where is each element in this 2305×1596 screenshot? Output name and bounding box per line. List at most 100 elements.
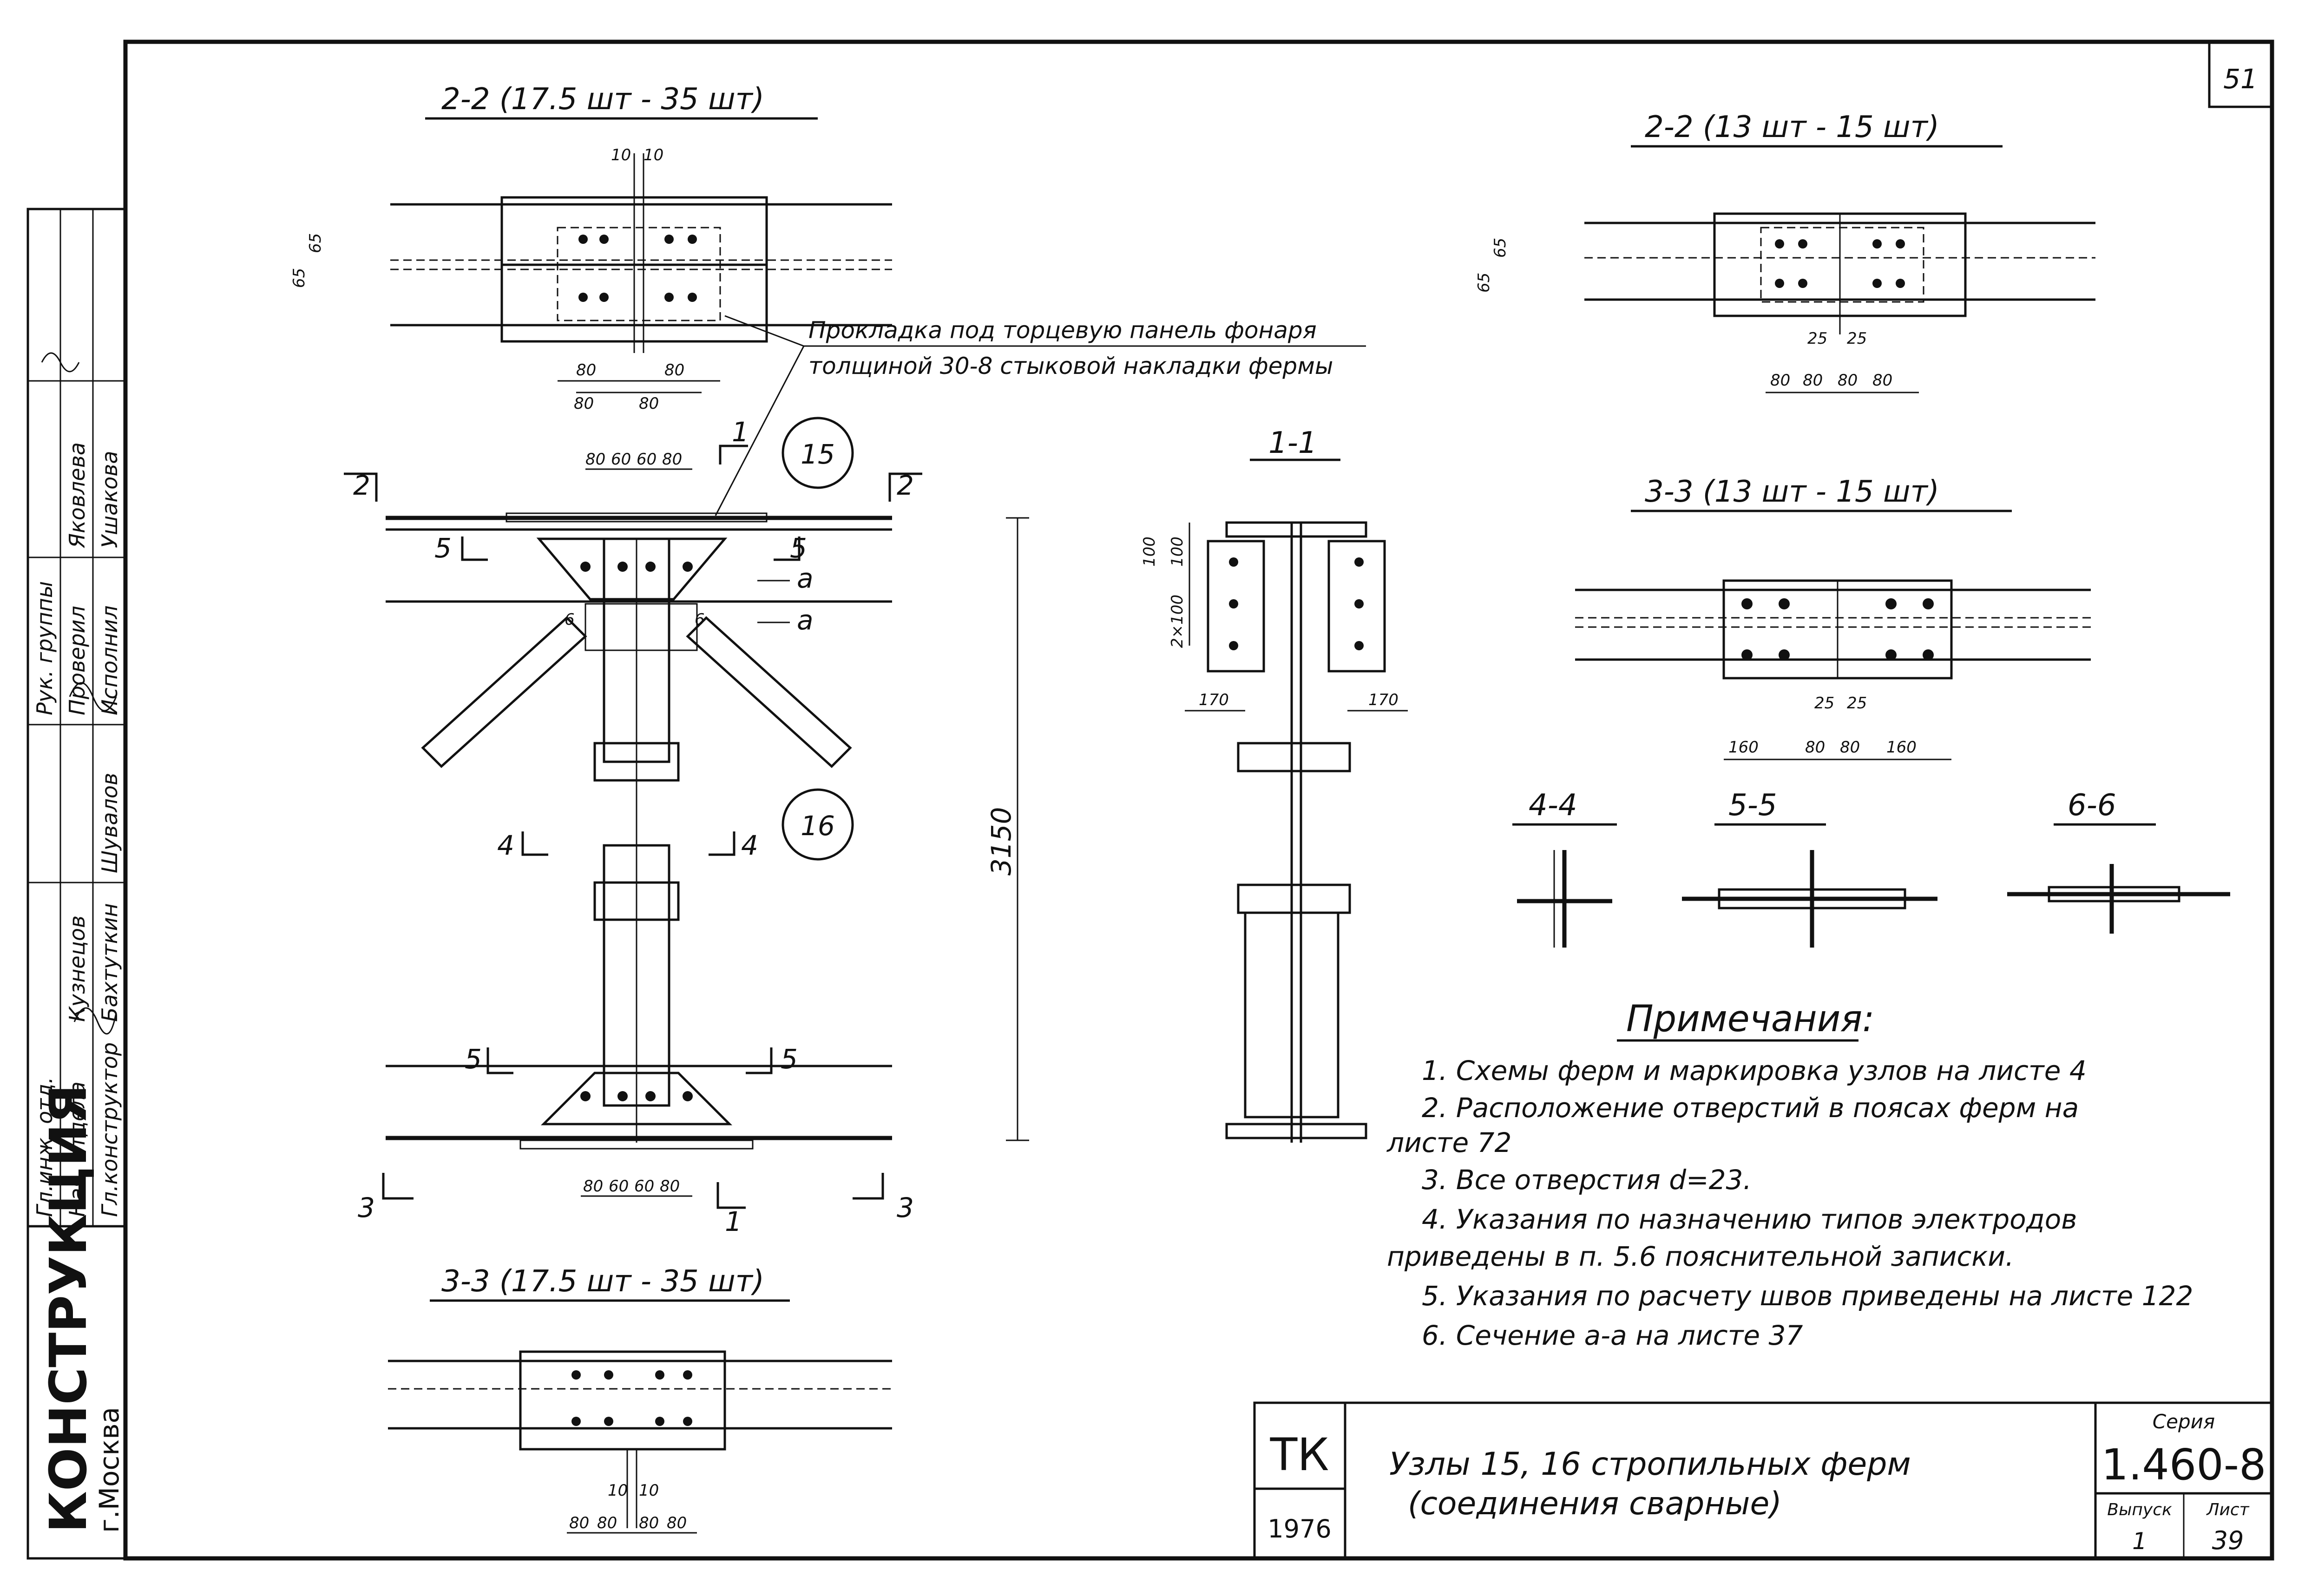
cut-mark: 5 — [434, 532, 452, 564]
node-mark: 16 — [801, 810, 835, 842]
stamp-signatures — [41, 352, 117, 1035]
section-title: 4-4 — [1529, 788, 1577, 823]
dim-label: 80 — [569, 1514, 589, 1532]
dim-label: 60 — [611, 450, 631, 469]
section-title: 2-2 (17.5 шт - 35 шт) — [441, 82, 764, 117]
cut-mark: 5 — [781, 1043, 798, 1075]
dim-label: 10 — [639, 1481, 659, 1500]
section-2-2-right: 2-2 (13 шт - 15 шт) 65 65 25 25 80 80 80… — [1475, 110, 2095, 393]
org-code: ТК — [1270, 1429, 1329, 1481]
dim-label: 60 — [609, 1177, 629, 1196]
series-label: Серия — [2153, 1410, 2215, 1433]
node-mark-circle — [781, 788, 854, 861]
sheet-value: 39 — [2212, 1526, 2244, 1555]
dim-label: 160 — [1728, 738, 1759, 757]
dim-label: 10 — [611, 146, 631, 164]
dim-label: 80 — [597, 1514, 617, 1532]
dim-label: 80 — [576, 361, 596, 379]
dim-label: 65 — [306, 233, 325, 253]
callout: Прокладка под торцевую панель фонаря тол… — [715, 315, 1366, 516]
dim-label: 80 — [639, 394, 659, 413]
cut-mark: 6 — [695, 610, 705, 629]
stamp-role: Гл.инж. отд. — [32, 1077, 57, 1217]
note-line: листе 72 — [1386, 1127, 1511, 1158]
cut-mark: 3 — [897, 1192, 914, 1223]
issue-value: 1 — [2132, 1528, 2147, 1555]
dim-label: 80 — [660, 1177, 680, 1196]
stamp-role: Рук. группы — [32, 581, 57, 715]
section-4-4: 4-4 — [1512, 788, 1617, 948]
section-title: 3-3 (13 шт - 15 шт) — [1645, 475, 1939, 509]
series-value: 1.460-8 — [2101, 1440, 2266, 1490]
dim-label: 2×100 — [1168, 595, 1187, 648]
sheet-corner-number: 51 — [2223, 63, 2258, 95]
stamp-name: Бахтуткин — [97, 903, 122, 1022]
cut-mark: a — [797, 563, 814, 594]
title-line-1: Узлы 15, 16 стропильных ферм — [1389, 1446, 1911, 1483]
cut-mark: 4 — [741, 830, 758, 861]
section-6-6: 6-6 — [2007, 788, 2230, 934]
section-3-3-right: 3-3 (13 шт - 15 шт) 25 25 160 80 80 160 — [1575, 475, 2091, 760]
dim-label: 65 — [290, 268, 309, 288]
stamp-role: Гл.конструктор — [97, 1042, 122, 1217]
cut-mark: 5 — [465, 1043, 482, 1075]
section-2-2-left: 2-2 (17.5 шт - 35 шт) 10 10 65 65 80 80 … — [290, 82, 892, 413]
dim-label: 80 — [639, 1514, 659, 1532]
section-title: 6-6 — [2068, 788, 2116, 823]
dim-label: 25 — [1807, 329, 1827, 348]
cut-mark: 5 — [790, 532, 807, 564]
cut-mark: 6 — [565, 610, 575, 629]
cut-mark: 4 — [497, 830, 514, 861]
dim-label: 80 — [1872, 371, 1892, 390]
cut-mark: 1 — [732, 416, 749, 448]
dim-label: 170 — [1368, 691, 1399, 709]
dim-label: 80 — [667, 1514, 687, 1532]
cut-mark: 2 — [897, 470, 914, 501]
notes-heading: Примечания: — [1626, 998, 1874, 1040]
title-block: ТК 1976 Узлы 15, 16 стропильных ферм (со… — [1253, 1401, 2273, 1560]
cut-mark: 1 — [725, 1206, 742, 1237]
dim-label: 80 — [574, 394, 594, 413]
callout-line-2: толщиной 30-8 стыковой накладки фермы — [808, 353, 1333, 379]
dim-label: 65 — [1475, 273, 1493, 293]
dim-overall: 3150 — [985, 807, 1017, 876]
cut-mark: 2 — [353, 470, 370, 501]
stamp-role: Исполнил — [97, 605, 122, 715]
dim-label: 65 — [1491, 238, 1510, 258]
cut-mark: 3 — [358, 1192, 375, 1223]
node-elevation: 15 16 80 60 60 80 80 60 60 80 3150 2 2 1… — [344, 416, 1029, 1237]
dim-label: 25 — [1814, 694, 1834, 713]
corner-number-box — [2208, 40, 2273, 108]
section-3-3-left: 3-3 (17.5 шт - 35 шт) 10 10 80 80 80 80 — [388, 1264, 892, 1534]
left-stamp: КОНСТРУКЦИЯ г.Москва Гл.инж. отд. Нач. о… — [26, 208, 127, 1560]
stamp-name: Кузнецов — [65, 916, 90, 1022]
title-line-2: (соединения сварные) — [1408, 1485, 1782, 1522]
note-line: 6. Сечение а-а на листе 37 — [1422, 1320, 1803, 1351]
note-line: 5. Указания по расчету швов приведены на… — [1422, 1280, 2193, 1312]
section-1-1: 1-1 100 100 2×100 170 170 — [1140, 426, 1408, 1143]
cut-mark: a — [797, 604, 814, 636]
stamp-role: Проверил — [65, 606, 90, 715]
dim-label: 25 — [1847, 694, 1867, 713]
dim-label: 170 — [1199, 691, 1229, 709]
note-line: 1. Схемы ферм и маркировка узлов на лист… — [1422, 1055, 2087, 1086]
node-mark: 15 — [801, 438, 835, 470]
dim-label: 80 — [662, 450, 682, 469]
callout-line-1: Прокладка под торцевую панель фонаря — [808, 317, 1317, 344]
dim-label: 25 — [1847, 329, 1867, 348]
stamp-name: Шувалов — [97, 773, 122, 873]
section-5-5: 5-5 — [1682, 788, 1937, 948]
note-line: 4. Указания по назначению типов электрод… — [1422, 1204, 2077, 1235]
section-title: 3-3 (17.5 шт - 35 шт) — [441, 1264, 764, 1299]
stamp-name: Ушакова — [97, 451, 122, 548]
section-title: 5-5 — [1728, 788, 1777, 823]
dim-label: 100 — [1168, 536, 1187, 567]
section-title: 2-2 (13 шт - 15 шт) — [1645, 110, 1939, 144]
note-line: 3. Все отверстия d=23. — [1422, 1164, 1752, 1196]
dim-label: 80 — [1803, 371, 1823, 390]
section-title: 1-1 — [1268, 426, 1317, 460]
dim-label: 80 — [1770, 371, 1790, 390]
sheet-label: Лист — [2206, 1500, 2249, 1519]
issue-label: Выпуск — [2107, 1500, 2172, 1519]
